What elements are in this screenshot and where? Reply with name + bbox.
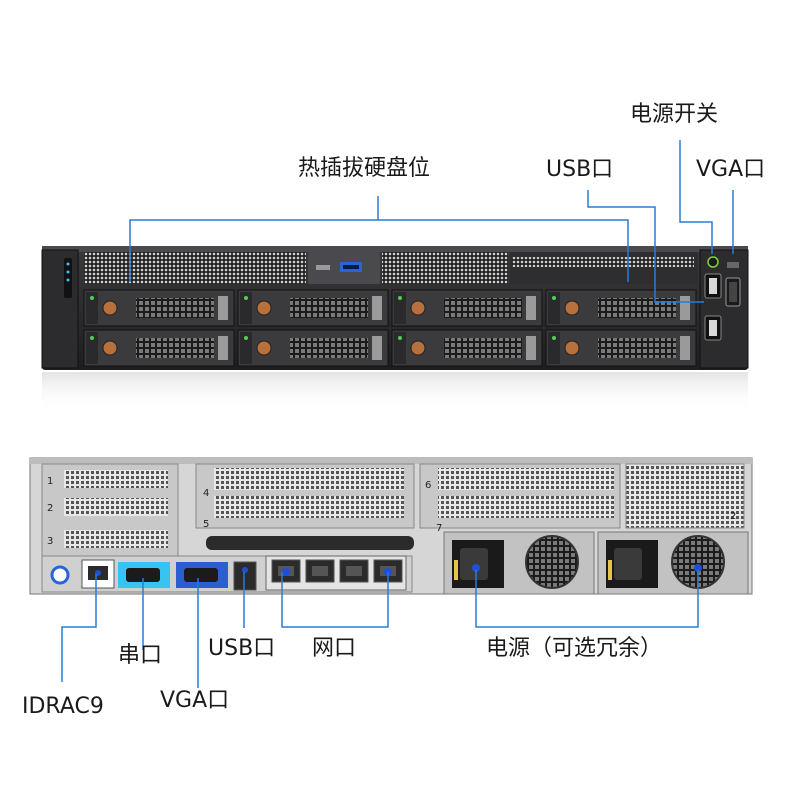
label-idrac: IDRAC9 — [22, 694, 104, 719]
front-panel — [41, 246, 749, 370]
network-port-2 — [305, 559, 335, 583]
label-power-switch: 电源开关 — [630, 102, 719, 127]
front-callouts — [129, 140, 734, 303]
slot-number-labels: 1 2 3 4 5 6 7 2 — [47, 476, 736, 547]
network-port-4 — [373, 559, 403, 583]
slot-number-4: 4 — [203, 488, 209, 499]
drive-bay-6 — [237, 329, 389, 367]
drive-bays — [83, 289, 697, 367]
drive-bay-2 — [237, 289, 389, 327]
label-serial-port: 串口 — [118, 643, 163, 668]
label-rear-vga-port: VGA口 — [160, 688, 230, 713]
slot-number-6: 6 — [425, 480, 431, 491]
label-power-supply: 电源（可选冗余） — [486, 636, 663, 661]
slot-number-1: 1 — [47, 476, 53, 487]
drive-bay-3 — [391, 289, 543, 327]
drive-bay-5 — [83, 329, 235, 367]
label-rear-usb-port: USB口 — [208, 636, 276, 661]
label-network-port: 网口 — [312, 636, 357, 661]
slot-number-7: 7 — [436, 523, 442, 534]
rear-callouts — [61, 570, 699, 688]
network-ports — [271, 559, 403, 583]
drive-bay-7 — [391, 329, 543, 367]
rear-small-mark: 2 — [730, 511, 736, 522]
drive-bay-8 — [545, 329, 697, 367]
slot-number-5: 5 — [203, 519, 209, 530]
drive-bay-4 — [545, 289, 697, 327]
label-front-vga-port: VGA口 — [696, 157, 766, 182]
slot-number-3: 3 — [47, 536, 53, 547]
drive-bay-1 — [83, 289, 235, 327]
network-port-1 — [271, 559, 301, 583]
slot-number-2: 2 — [47, 503, 53, 514]
rear-panel — [29, 457, 753, 595]
label-hot-swap-bays: 热插拔硬盘位 — [298, 156, 431, 181]
network-port-3 — [339, 559, 369, 583]
label-front-usb-port: USB口 — [546, 157, 614, 182]
